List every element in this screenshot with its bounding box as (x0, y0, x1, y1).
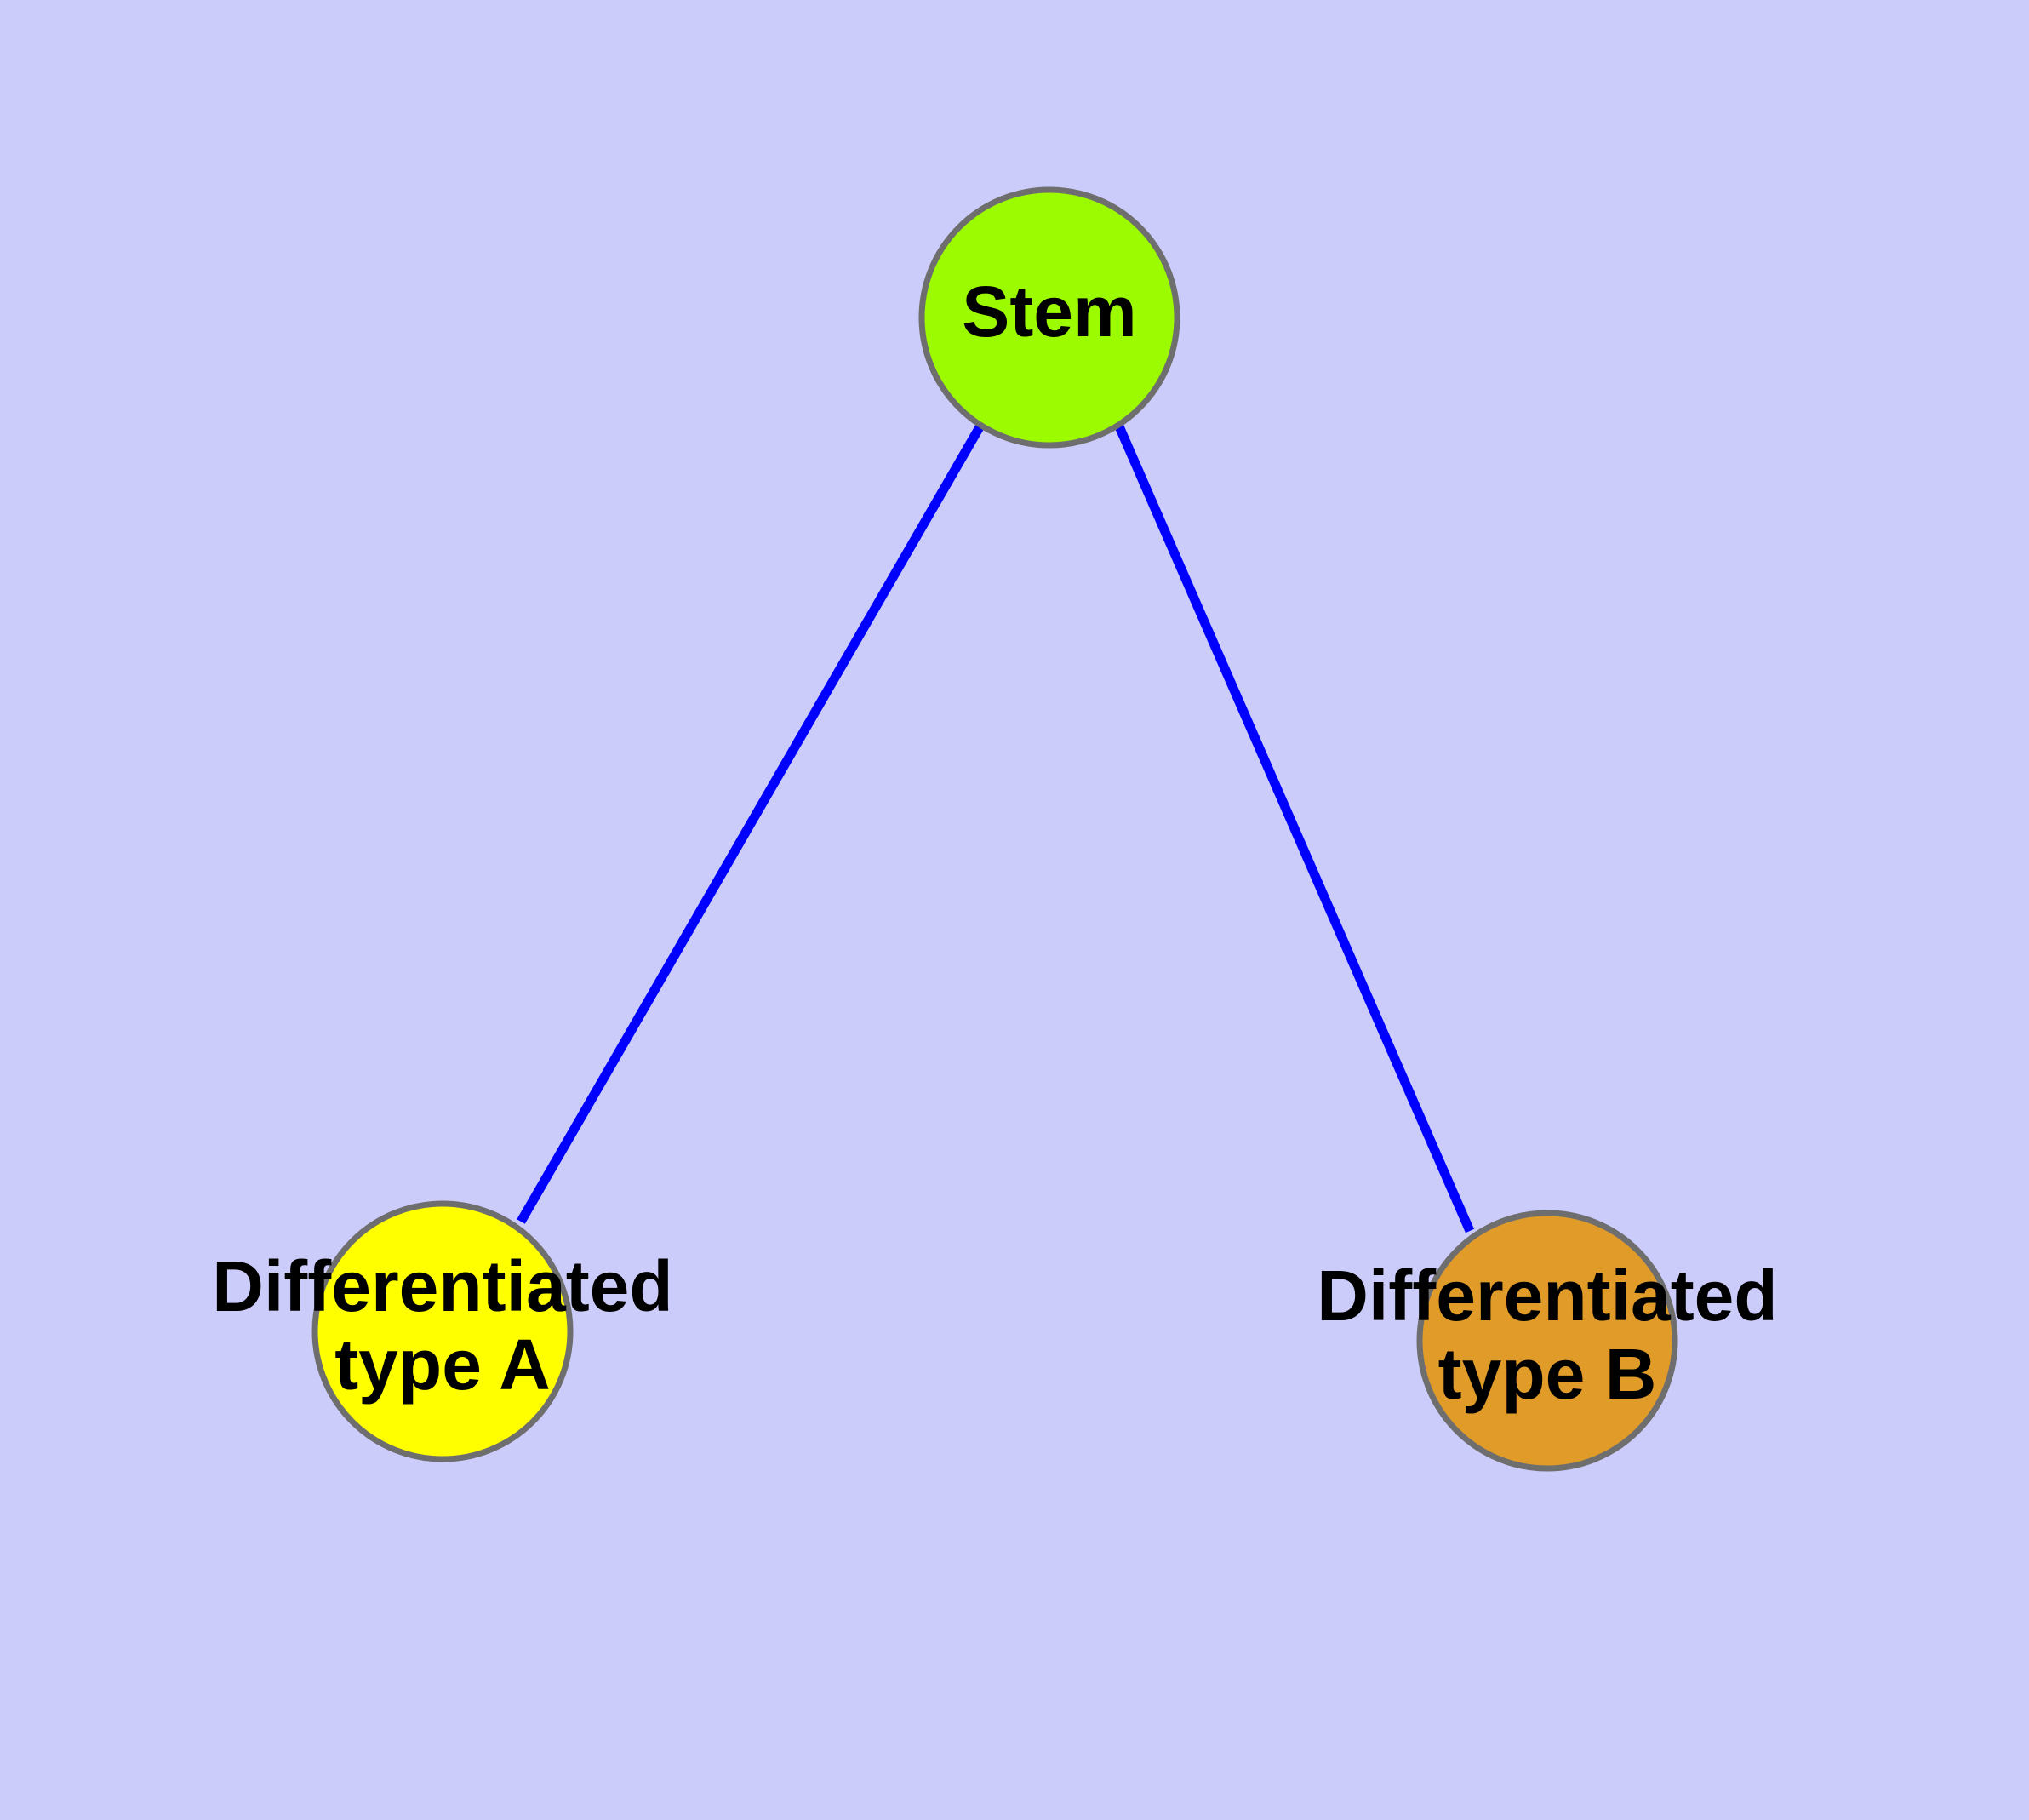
edge-stem-to-type-b[interactable] (1114, 424, 1475, 1233)
node-diff-type-a-label-line1: Differentiated (212, 1246, 672, 1326)
nodes-layer: Stem Differentiated type A Differentiate… (212, 186, 1778, 1472)
node-diff-type-b-circle[interactable] (1416, 1210, 1678, 1472)
node-diff-type-a-label-line2: type A (334, 1325, 551, 1405)
edge-stem-to-type-a[interactable] (517, 423, 985, 1224)
node-stem-label-line1: Stem (962, 272, 1136, 352)
node-diff-type-b[interactable]: Differentiated type B (1317, 1210, 1778, 1472)
node-stem[interactable]: Stem (918, 186, 1180, 449)
node-diff-type-a[interactable]: Differentiated type A (212, 1200, 673, 1462)
edges-layer (517, 423, 1475, 1233)
node-diff-type-b-label-line2: type B (1438, 1334, 1657, 1414)
node-diff-type-a-circle[interactable] (311, 1200, 574, 1462)
node-diff-type-b-label-line1: Differentiated (1317, 1256, 1777, 1336)
node-stem-circle[interactable] (918, 186, 1180, 449)
